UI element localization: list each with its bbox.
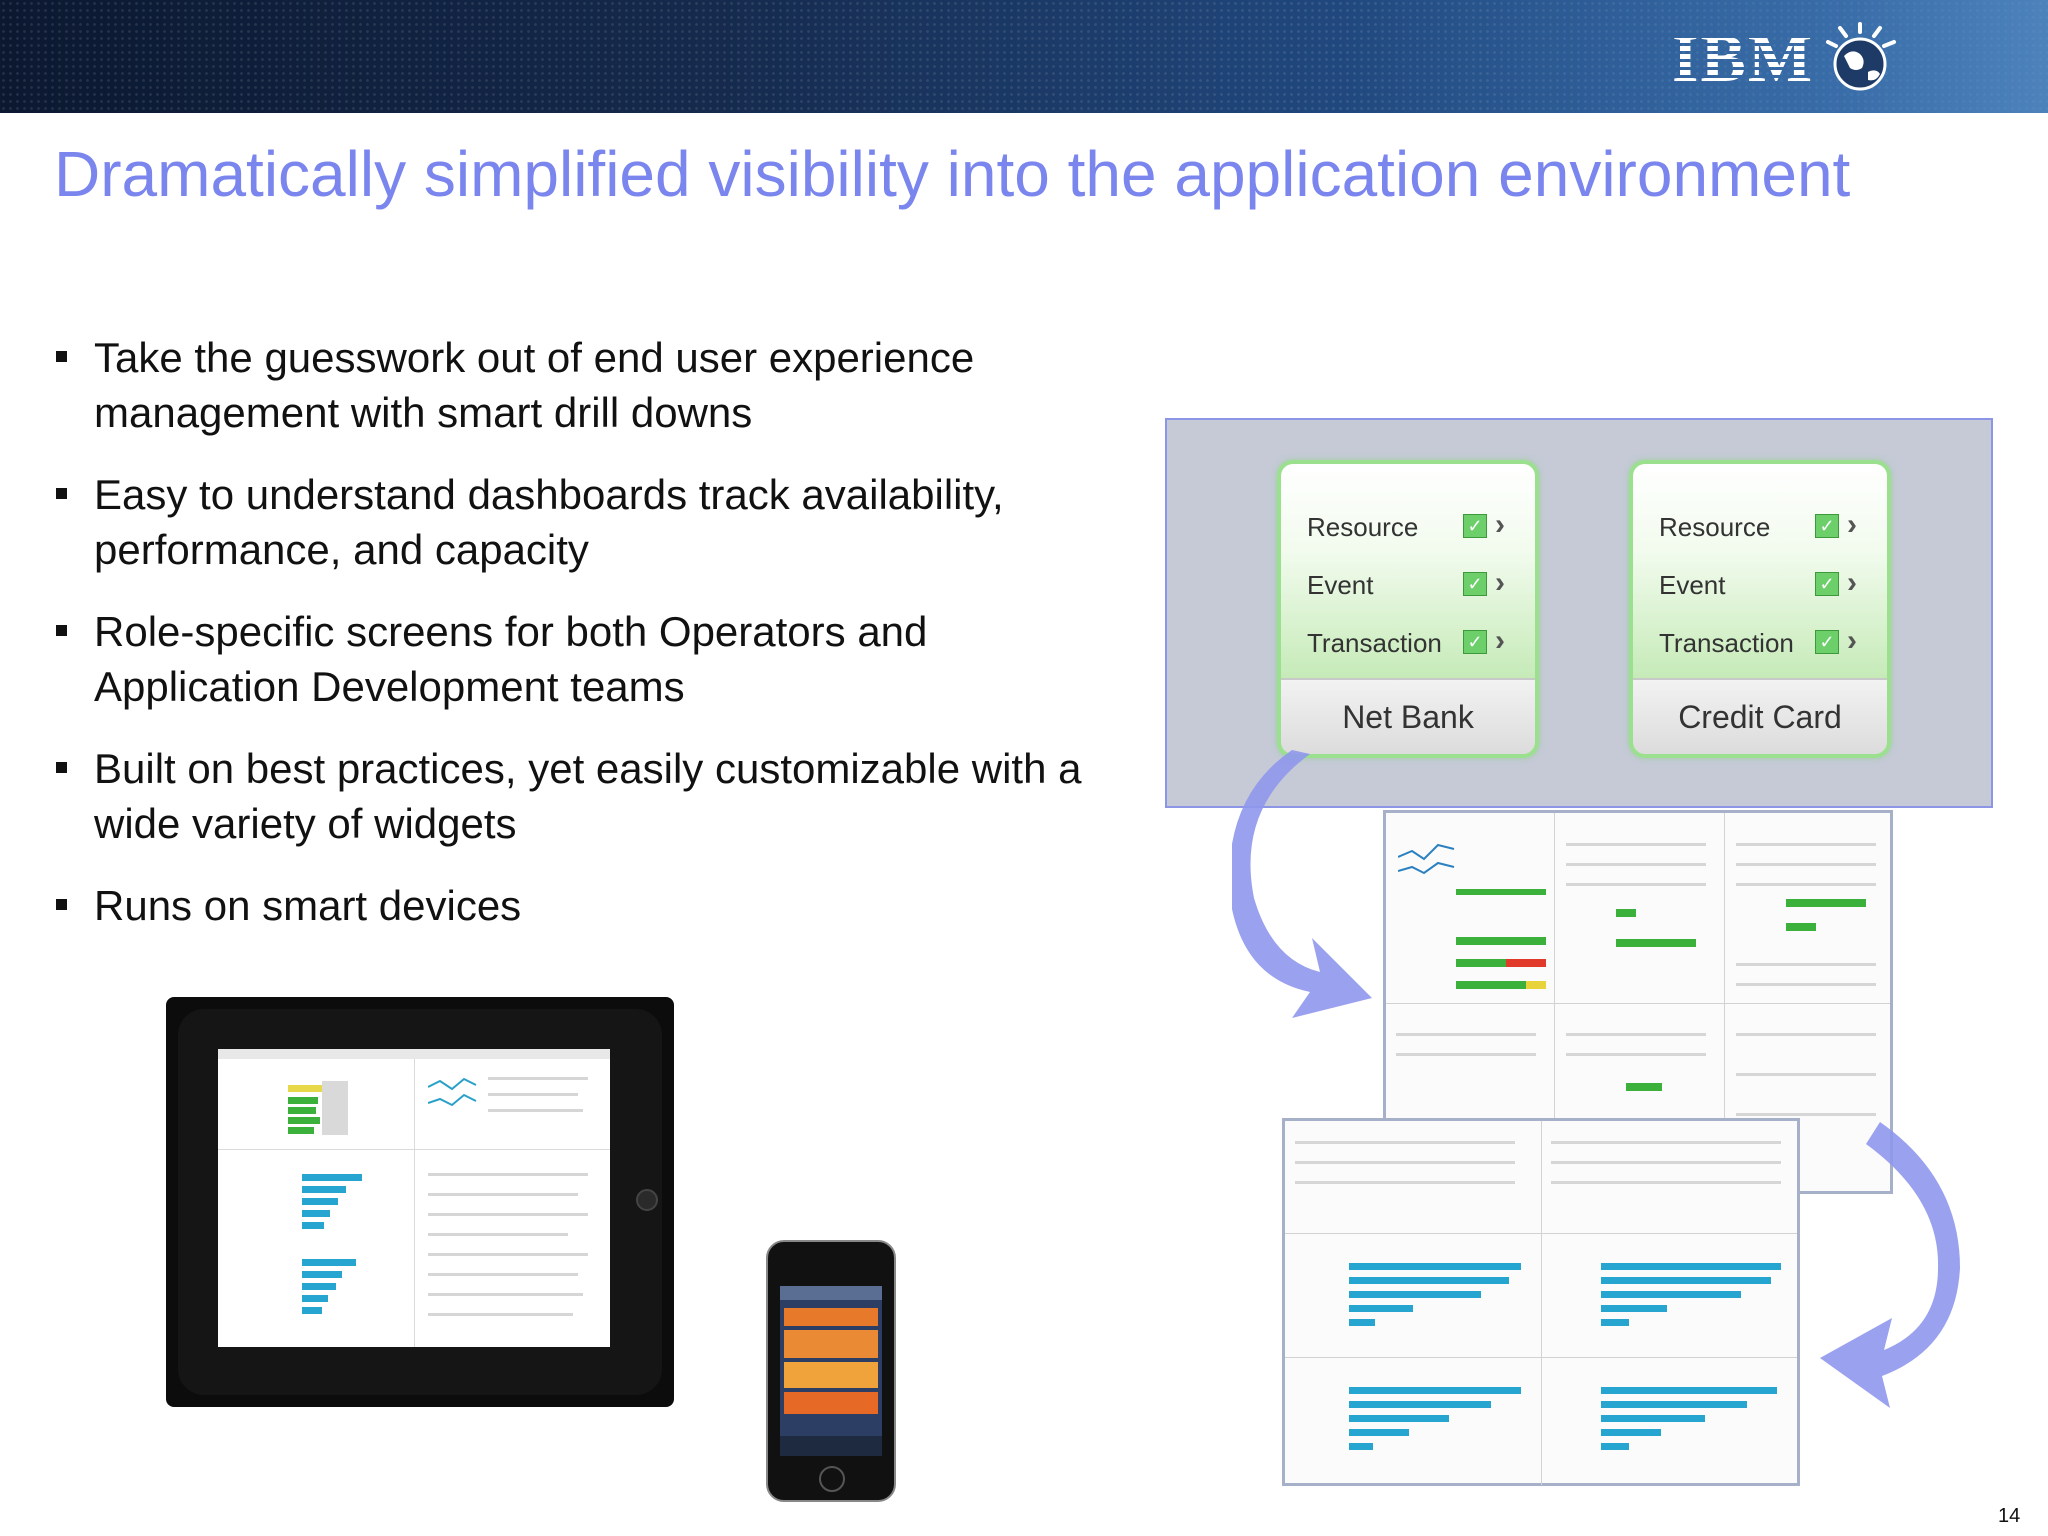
- card-row-label: Event: [1307, 570, 1374, 600]
- ibm-logo: IBM: [1672, 22, 1912, 94]
- check-icon: ✓: [1815, 572, 1839, 596]
- bullet-square-icon: [56, 762, 67, 773]
- chevron-right-icon[interactable]: ›: [1495, 566, 1505, 599]
- curved-arrow-icon: [1232, 750, 1372, 1018]
- header-banner-highlight: [1348, 0, 2048, 113]
- bullet-square-icon: [56, 625, 67, 636]
- check-icon: ✓: [1815, 514, 1839, 538]
- chevron-right-icon[interactable]: ›: [1847, 508, 1857, 541]
- card-row-label: Resource: [1659, 512, 1771, 542]
- chevron-right-icon[interactable]: ›: [1495, 508, 1505, 541]
- check-icon: ✓: [1463, 630, 1487, 654]
- tablet-device-image: [166, 997, 674, 1407]
- bullet-item: Runs on smart devices: [56, 878, 1116, 933]
- card-title: Credit Card: [1633, 678, 1887, 754]
- check-icon: ✓: [1463, 572, 1487, 596]
- bullet-item: Built on best practices, yet easily cust…: [56, 741, 1116, 851]
- check-icon: ✓: [1463, 514, 1487, 538]
- curved-arrow-icon: [1820, 1122, 1960, 1408]
- card-row-label: Resource: [1307, 512, 1419, 542]
- tablet-home-button: [636, 1189, 658, 1211]
- slide-title: Dramatically simplified visibility into …: [54, 138, 1851, 210]
- bullet-item: Take the guesswork out of end user exper…: [56, 330, 1116, 440]
- chevron-right-icon[interactable]: ›: [1847, 624, 1857, 657]
- bullet-item: Role-specific screens for both Operators…: [56, 604, 1116, 714]
- ibm-logo-text: IBM: [1672, 20, 1814, 96]
- card-row-label: Transaction: [1659, 628, 1794, 658]
- summary-panel: Resource ✓ › Event ✓ › Transaction ✓ › N…: [1165, 418, 1993, 808]
- check-icon: ✓: [1815, 630, 1839, 654]
- bullet-square-icon: [56, 899, 67, 910]
- card-title: Net Bank: [1281, 678, 1535, 754]
- globe-icon: [1826, 22, 1896, 91]
- chevron-right-icon[interactable]: ›: [1847, 566, 1857, 599]
- phone-dashboard-screenshot: [780, 1286, 882, 1456]
- bar-chart-dashboard-screenshot: [1282, 1118, 1800, 1486]
- bullet-list: Take the guesswork out of end user exper…: [56, 330, 1116, 960]
- card-row-label: Transaction: [1307, 628, 1442, 658]
- page-number: 14: [1998, 1505, 2021, 1527]
- tablet-dashboard-screenshot: [218, 1049, 610, 1347]
- phone-device-image: [766, 1240, 896, 1502]
- summary-card-credit-card[interactable]: Resource ✓ › Event ✓ › Transaction ✓ › C…: [1629, 460, 1891, 758]
- phone-home-button: [819, 1466, 845, 1492]
- summary-card-net-bank[interactable]: Resource ✓ › Event ✓ › Transaction ✓ › N…: [1277, 460, 1539, 758]
- bullet-square-icon: [56, 351, 67, 362]
- card-row-label: Event: [1659, 570, 1726, 600]
- bullet-item: Easy to understand dashboards track avai…: [56, 467, 1116, 577]
- bullet-square-icon: [56, 488, 67, 499]
- chevron-right-icon[interactable]: ›: [1495, 624, 1505, 657]
